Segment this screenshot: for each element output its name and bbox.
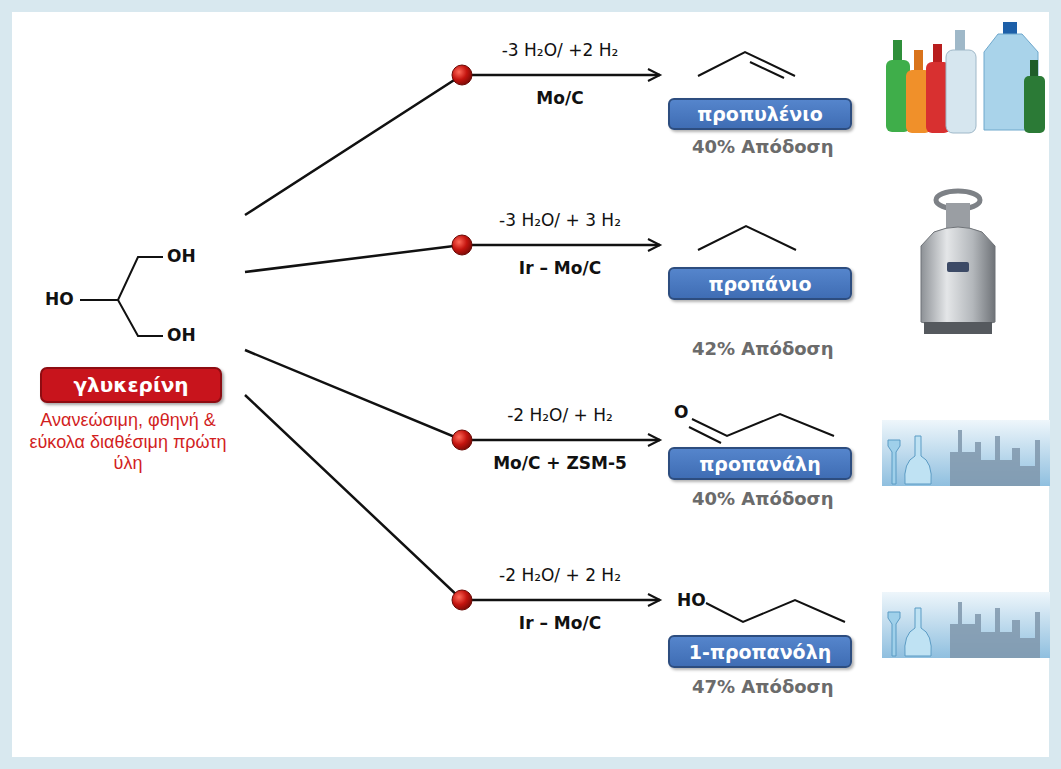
name-box: προπυλένιο [668, 98, 852, 130]
node-text: προπανάλη [699, 453, 820, 475]
double-bond [689, 427, 721, 443]
flask [888, 440, 900, 484]
node-text: προπυλένιο [697, 103, 823, 125]
cylinder-body [921, 227, 995, 328]
bottle-neck [893, 40, 902, 62]
name-box: προπανάλη [668, 447, 852, 480]
reagent-label: -2 H₂O/ + 2 H₂ [470, 565, 650, 586]
refinery-silhouette [950, 602, 1040, 658]
catalyst-label: Ir – Mo/C [470, 613, 650, 634]
bottle-neck [955, 30, 965, 52]
propane-skeleton [698, 226, 796, 250]
reaction-arrow [245, 75, 660, 215]
propylene-skeleton [698, 52, 795, 76]
product-skeletons [689, 52, 845, 622]
double-bond [750, 62, 784, 78]
bottle-neck [1030, 60, 1038, 78]
atom-label: HO [677, 590, 706, 611]
bond [80, 257, 163, 300]
node-text: 1-προπανόλη [689, 641, 831, 663]
name-box: προπάνιο [668, 267, 852, 300]
bottle [946, 50, 976, 133]
node-text: γλυκερίνη [73, 373, 188, 397]
reaction-arrow [245, 350, 660, 440]
picture-ground [882, 592, 1050, 658]
product-node: προπανάλη [660, 405, 860, 482]
node-text: προπάνιο [708, 273, 811, 295]
picture-ground [884, 15, 1049, 137]
bond [118, 300, 163, 336]
bottle-neck [914, 50, 923, 72]
catalyst-label: Mo/C + ZSM-5 [470, 453, 650, 474]
yield-label: 42% Απόδοση [692, 338, 833, 361]
catalyst-label: Ir – Mo/C [470, 258, 650, 279]
propanol-skeleton [706, 600, 845, 622]
glycerol-skeleton [80, 257, 163, 336]
propanal-skeleton [692, 414, 834, 436]
refinery-silhouette [950, 430, 1040, 486]
red-dot [452, 590, 472, 610]
name-box: 1-προπανόλη [668, 635, 852, 668]
name-box: γλυκερίνη [40, 367, 222, 403]
red-dot [452, 235, 472, 255]
gas-cylinder-picture [921, 191, 995, 334]
bottle-neck [933, 44, 942, 64]
jug-cap [1003, 22, 1017, 34]
reagent-label: -3 H₂O/ + 3 H₂ [470, 210, 650, 231]
bottle [1024, 76, 1045, 133]
yield-label: 40% Απόδοση [692, 136, 833, 159]
flask [905, 608, 932, 656]
red-dot [452, 430, 472, 450]
reaction-arrow [245, 395, 660, 600]
atom-label: HO [45, 289, 74, 310]
plastic-bottles-picture [884, 15, 1049, 137]
reaction-dots [452, 65, 472, 610]
industry-picture [882, 420, 1050, 486]
red-dot [452, 65, 472, 85]
reagent-label: -3 H₂O/ +2 H₂ [470, 40, 650, 61]
yield-label: 40% Απόδοση [692, 488, 833, 511]
industry-picture [882, 592, 1050, 658]
atom-label: OH [167, 246, 196, 267]
yield-label: 47% Απόδοση [692, 676, 833, 699]
cylinder-base [924, 322, 992, 334]
flask [905, 436, 932, 484]
reagent-label: -2 H₂O/ + H₂ [470, 405, 650, 426]
cylinder-logo [947, 262, 969, 272]
picture-ground [882, 420, 1050, 486]
atom-label: O [674, 402, 688, 423]
feedstock-note: Ανανεώσιμη, φθηνή & εύκολα διαθέσιμη πρώ… [28, 410, 228, 475]
product-node: προπάνιο [660, 215, 860, 302]
product-node: προπυλένιο [660, 40, 860, 132]
flask [888, 612, 900, 656]
atom-label: OH [167, 325, 196, 346]
catalyst-label: Mo/C [470, 88, 650, 109]
